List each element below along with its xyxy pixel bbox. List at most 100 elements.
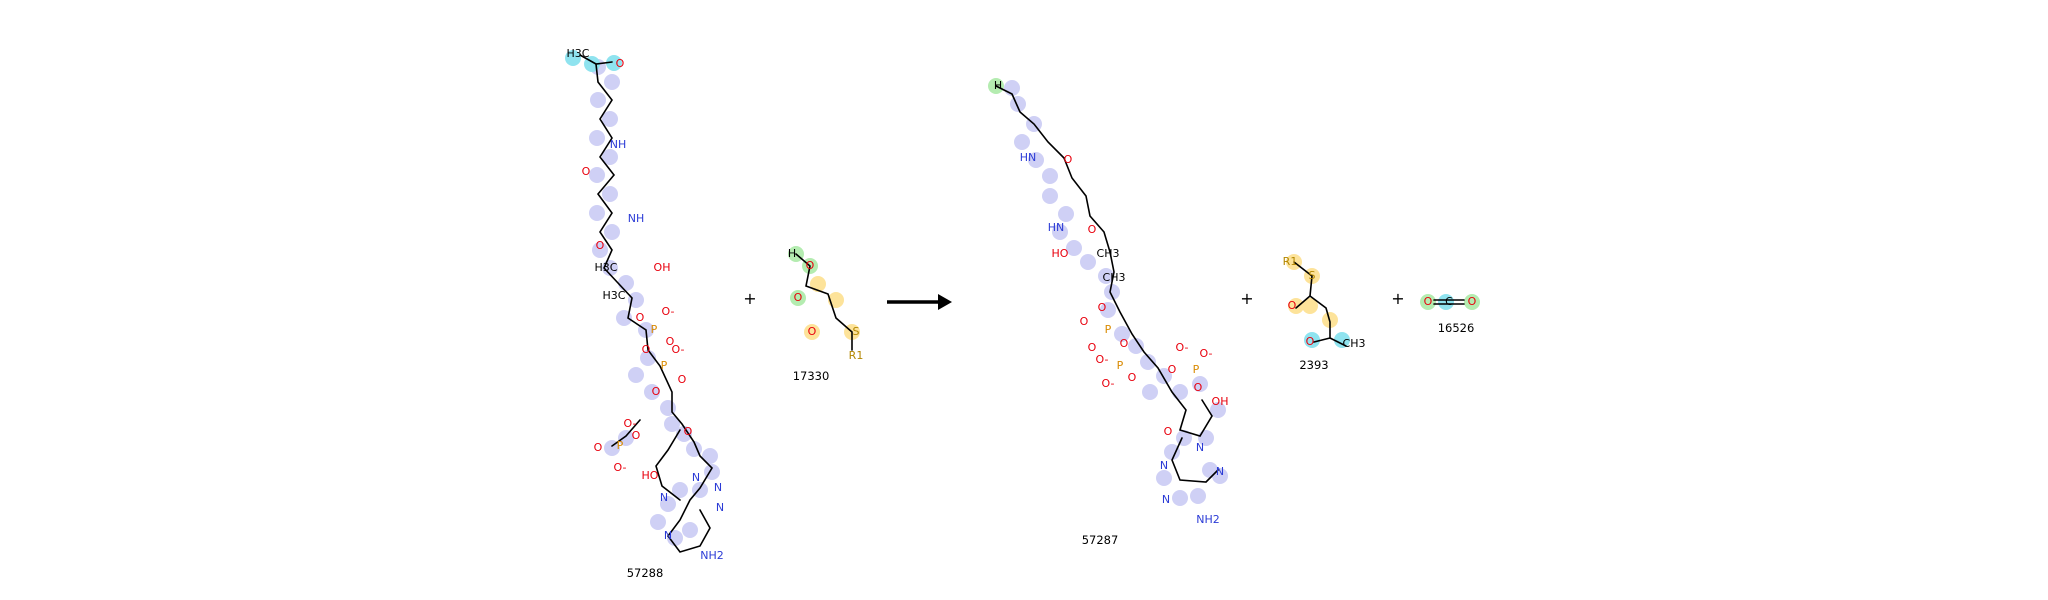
atom-highlight-57288 [628,367,644,383]
atom-highlight-acetyl [606,55,622,71]
atom-o: O [808,325,817,338]
atom-o: O [594,441,603,454]
atom-highlight-57287 [1142,384,1158,400]
atom-highlight-57288 [672,482,688,498]
atom-highlight-57287 [1042,168,1058,184]
atom-highlight-57288 [667,530,683,546]
atom-highlight-2393 [1304,332,1320,348]
atom-highlight-57287 [1190,488,1206,504]
atom-highlight-57287 [1100,302,1116,318]
atom-o: O [1194,381,1203,394]
atom-highlight-57287 [1058,206,1074,222]
atom-highlight-57288 [589,205,605,221]
atom-highlight-57288 [590,92,606,108]
bond-2393-co2 [1313,337,1331,343]
bond-coa-backbone [995,85,1213,437]
atom-o: O [636,311,645,324]
atom-hn: HN [1048,221,1065,234]
atom-nh: NH [628,212,645,225]
atom-p: P [617,439,624,452]
plus-sign-2: + [1240,289,1253,308]
atom-highlight-2393 [1334,332,1350,348]
atom-highlight-57288 [602,186,618,202]
atom-highlight-57287 [1140,354,1156,370]
atom-o-minus: O- [672,343,685,356]
atom-highlight-57287 [1010,96,1026,112]
atom-highlight-57287 [1172,490,1188,506]
atom-highlight-57288 [702,448,718,464]
atom-nh: NH [610,138,627,151]
atom-highlight-acetyl [565,50,581,66]
atom-o: O [652,385,661,398]
atom-o-minus: O- [614,461,627,474]
atom-h3c: H3C [567,47,590,60]
atom-highlight-57288 [682,522,698,538]
atom-o: O [632,429,641,442]
atom-ch3: CH3 [1103,271,1126,284]
atom-o-minus: O- [1176,341,1189,354]
atom-n: N [714,481,722,494]
atom-o-minus: O- [624,417,637,430]
atom-h: H [994,79,1002,92]
atom-o: O [582,165,591,178]
compound-label-17330: 17330 [793,369,830,383]
atom-highlight-17330 [790,290,806,306]
atom-o: O [806,259,815,272]
atom-ho: HO [1052,247,1069,260]
atom-highlight-17330 [804,324,820,340]
atom-highlight-57287 [1014,134,1030,150]
atom-o: O [1088,341,1097,354]
atom-s: S [853,325,860,338]
atom-n: N [1216,465,1224,478]
atom-s: S [1309,269,1316,282]
atom-o: O [1164,425,1173,438]
atom-o: O [1120,337,1129,350]
atom-o: O [678,373,687,386]
atom-highlight-57288 [644,384,660,400]
atom-oh: OH [1212,395,1229,408]
atom-n: N [1196,441,1204,454]
atom-oh: OH [654,261,671,274]
atom-o-minus: O- [1102,377,1115,390]
atom-r1: R1 [1283,255,1298,268]
bond-adenine [1171,437,1219,483]
atom-hn: HN [1020,151,1037,164]
plus-sign-1: + [743,289,756,308]
atom-highlight-17330 [810,276,826,292]
bond-phosphate-3 [611,419,641,447]
atom-p: P [651,323,658,336]
atom-o: O [1168,363,1177,376]
atom-o: O [616,57,625,70]
atom-highlight-2393 [1302,298,1318,314]
atom-highlight-57288 [604,224,620,240]
atom-highlight-57287 [1164,444,1180,460]
atom-n: N [716,501,724,514]
atom-highlight-57287 [1114,326,1130,342]
atom-n: N [660,491,668,504]
atom-o: O [1306,335,1315,348]
atom-o: O [596,239,605,252]
atom-h: H [788,247,796,260]
atom-o: O [1128,371,1137,384]
atom-nh2: NH2 [1196,513,1220,526]
bond-17330 [795,253,853,351]
atom-highlight-57287 [1104,284,1120,300]
atom-highlight-57287 [1128,338,1144,354]
atom-o: O [1064,153,1073,166]
bond-coa-backbone [595,63,714,553]
atom-n: N [1160,459,1168,472]
compound-label-57288: 57288 [627,566,664,580]
compound-label-2393: 2393 [1299,358,1328,372]
atom-highlight-57287 [1098,268,1114,284]
atom-highlight-57287 [1028,152,1044,168]
compound-label-57287: 57287 [1082,533,1119,547]
bond-ribose [655,429,681,501]
atom-highlight-57288 [664,416,680,432]
atom-o-minus: O- [1096,353,1109,366]
atom-ch3: CH3 [1343,337,1366,350]
plus-sign-3: + [1391,289,1404,308]
atom-o-minus: O- [1200,347,1213,360]
bond-2393-co [1295,295,1311,309]
atom-p: P [1117,359,1124,372]
